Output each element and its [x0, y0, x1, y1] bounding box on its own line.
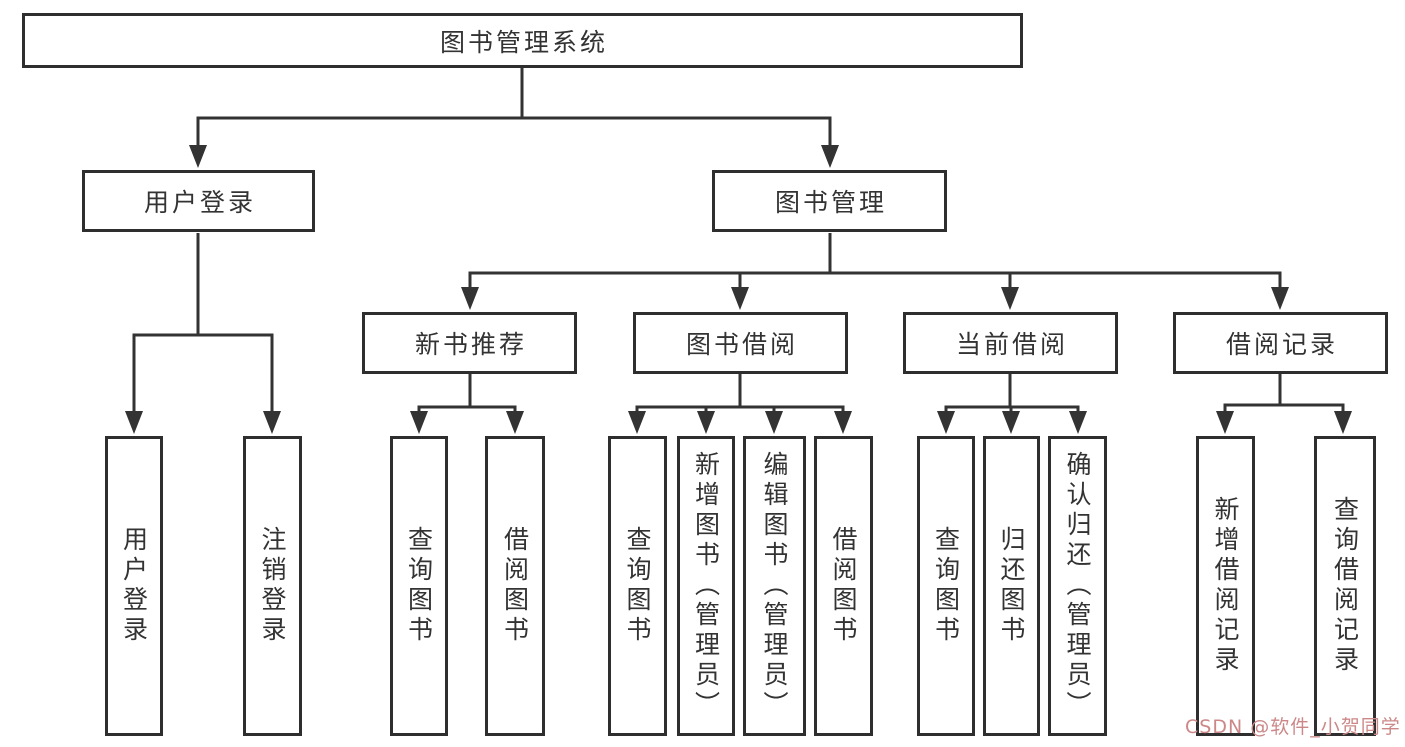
leaf-query-books: 查询图书	[390, 436, 448, 736]
leaf-add-borrow-record: 新增借阅记录	[1196, 436, 1255, 736]
leaf-return-books: 归还图书	[983, 436, 1040, 736]
leaf-query-books-3: 查询图书	[917, 436, 975, 736]
node-new-book-recommend: 新书推荐	[362, 312, 577, 374]
node-current-borrowing: 当前借阅	[903, 312, 1118, 374]
node-user-login: 用户登录	[82, 170, 315, 232]
node-root-system: 图书管理系统	[22, 13, 1023, 68]
leaf-user-login: 用户登录	[105, 436, 163, 736]
leaf-query-books-2: 查询图书	[608, 436, 667, 736]
leaf-confirm-return-admin: 确认归还（管理员）	[1048, 436, 1107, 736]
node-book-management: 图书管理	[712, 170, 947, 232]
arrowhead-group	[125, 145, 1352, 434]
leaf-borrow-books: 借阅图书	[485, 436, 545, 736]
leaf-edit-books-admin: 编辑图书（管理员）	[743, 436, 806, 736]
node-book-borrowing: 图书借阅	[633, 312, 848, 374]
leaf-logout: 注销登录	[243, 436, 302, 736]
leaf-query-borrow-record: 查询借阅记录	[1314, 436, 1376, 736]
node-borrow-records: 借阅记录	[1173, 312, 1388, 374]
leaf-add-books-admin: 新增图书（管理员）	[677, 436, 735, 736]
leaf-borrow-books-2: 借阅图书	[814, 436, 873, 736]
